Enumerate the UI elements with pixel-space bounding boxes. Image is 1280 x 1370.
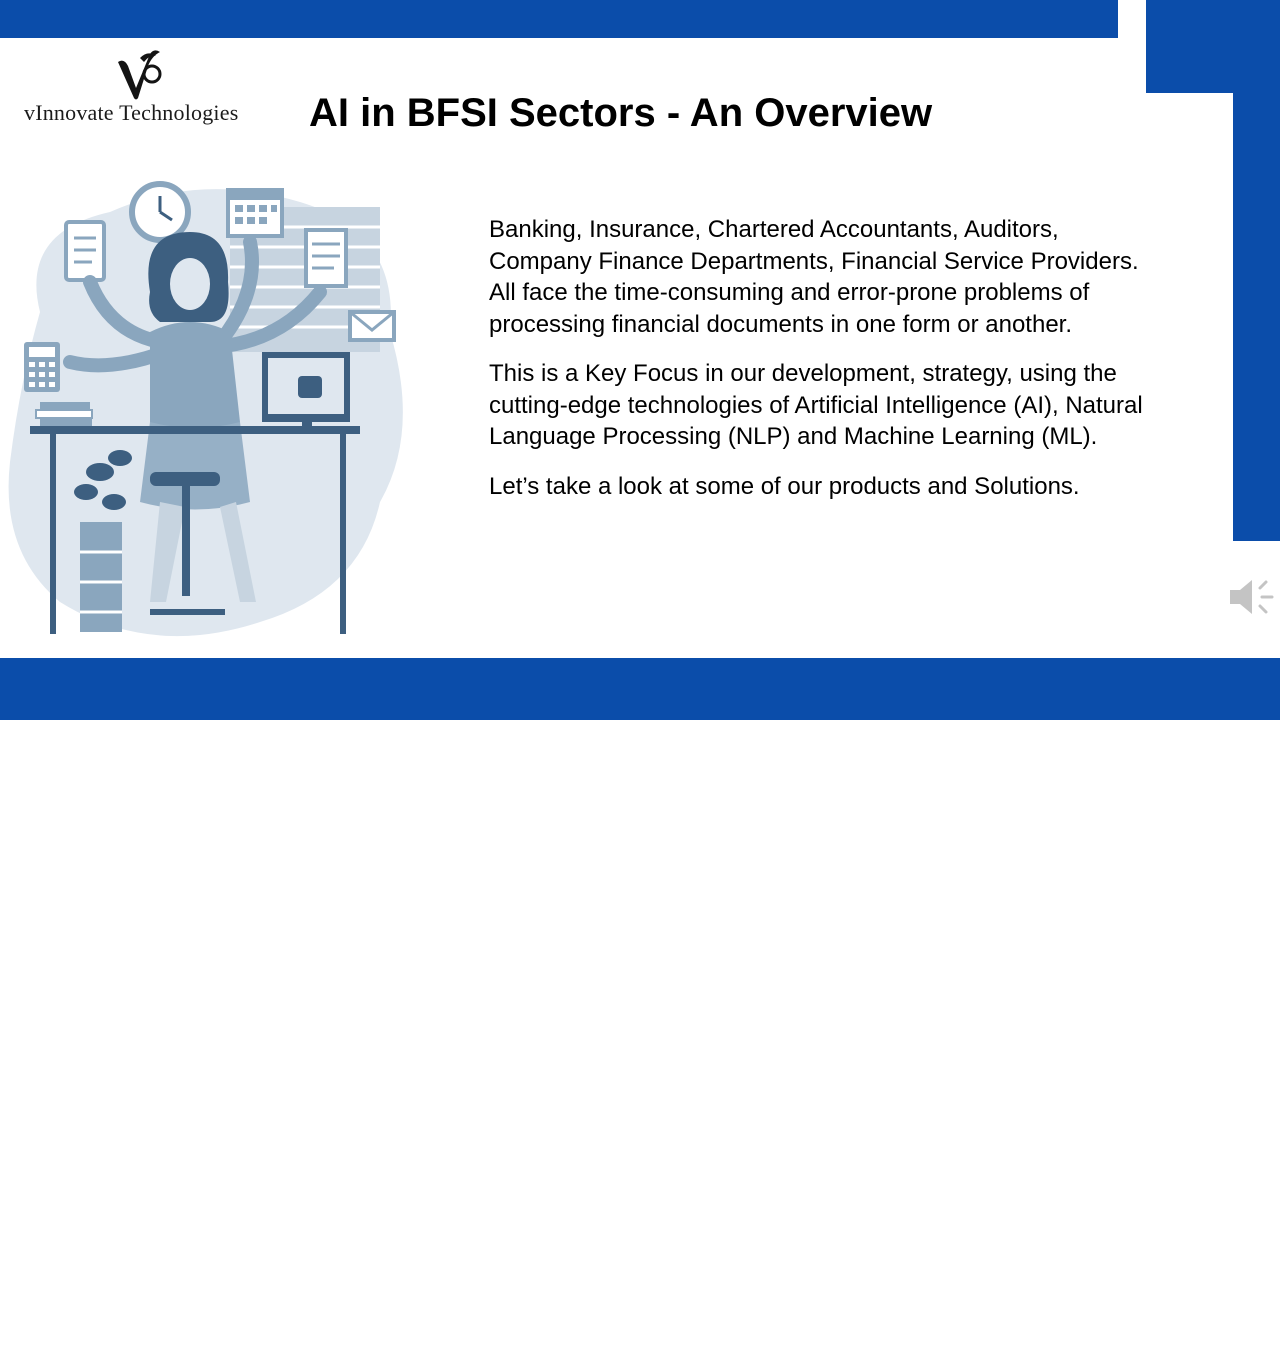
desk-leg	[50, 434, 56, 634]
calculator-icon	[24, 342, 60, 392]
clock-icon	[129, 181, 191, 243]
paragraph-call-to-action: Let’s take a look at some of our product…	[489, 472, 1080, 500]
company-logo: vInnovate Technologies	[18, 48, 248, 132]
woman-skirt	[140, 422, 250, 510]
desk-leg	[340, 434, 346, 634]
slide-body: Banking, Insurance, Chartered Accountant…	[489, 214, 1161, 520]
filing-cabinet	[80, 522, 122, 632]
top-band	[0, 0, 1118, 38]
book-stack	[35, 402, 93, 426]
speaker-icon[interactable]	[1226, 574, 1276, 620]
footer-band: Developed on our AI-Platforms by vInnova…	[0, 658, 1280, 1368]
calendar-icon	[226, 188, 284, 238]
logo-text: vInnovate Technologies	[24, 100, 239, 125]
paragraph-bfsi-problems: Banking, Insurance, Chartered Accountant…	[489, 216, 1139, 338]
right-accent-bar	[1233, 93, 1280, 541]
woman-legs	[150, 502, 256, 602]
right-top-block	[1146, 0, 1280, 93]
document-icon	[304, 228, 348, 288]
clipboard-icon	[64, 220, 106, 282]
logo-mark-icon	[118, 50, 162, 100]
envelope-icon	[348, 310, 396, 342]
slide-title: AI in BFSI Sectors - An Overview	[309, 91, 933, 135]
footer-text: Developed on our AI-Platforms by vInnova…	[461, 1335, 1231, 1368]
paragraph-key-focus: This is a Key Focus in our development, …	[489, 360, 1143, 450]
desk-top	[30, 426, 360, 434]
monitor-icon	[262, 352, 350, 428]
chair	[150, 472, 225, 615]
woman-torso	[150, 322, 240, 428]
multitasking-woman-illustration	[8, 181, 403, 637]
woman-face	[170, 258, 210, 310]
plant	[74, 450, 132, 510]
